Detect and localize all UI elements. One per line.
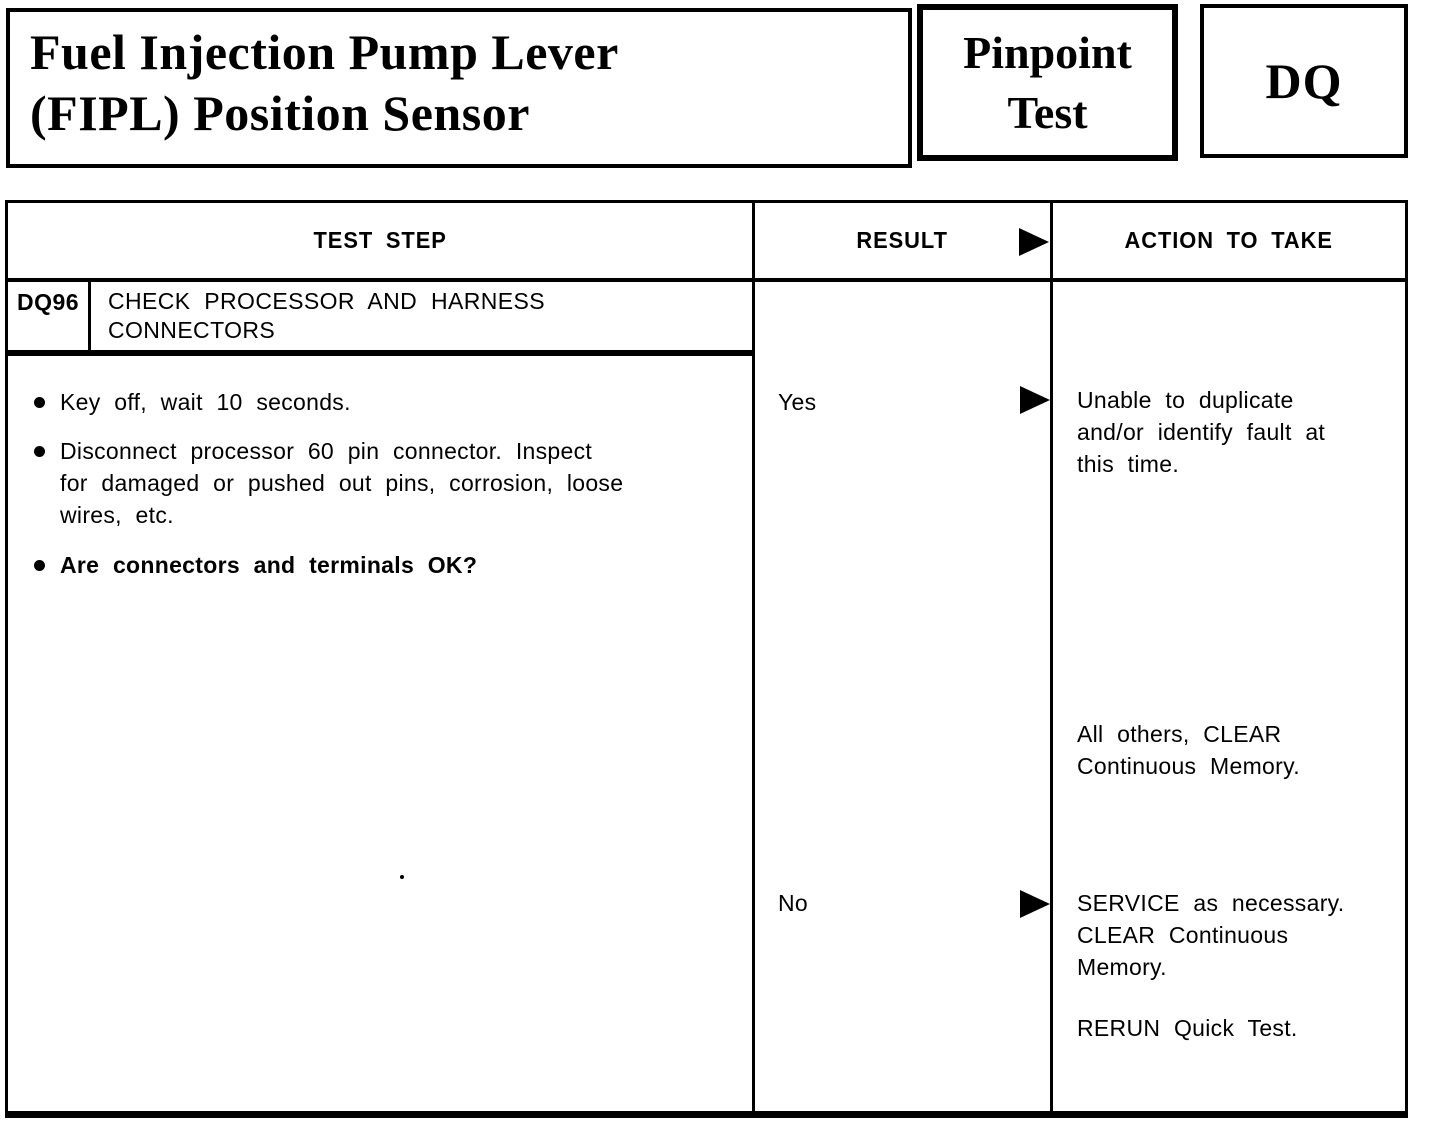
column-header-action-label: ACTION TO TAKE <box>1124 227 1334 253</box>
action-text: SERVICE as necessary. CLEAR Continuous M… <box>1077 890 1345 980</box>
step-header-divider-line <box>8 350 755 356</box>
test-code-badge: DQ <box>1200 4 1408 158</box>
list-item: Key off, wait 10 seconds. <box>34 386 740 418</box>
bullet-text: Disconnect processor 60 pin connector. I… <box>60 438 624 528</box>
header-divider-line <box>8 278 1405 282</box>
result-arrow-icon <box>1019 228 1049 256</box>
step-id-badge: DQ96 <box>8 282 91 350</box>
result-arrow-icon <box>1020 890 1050 918</box>
bullet-text: Are connectors and terminals OK? <box>60 552 478 578</box>
pinpoint-test-table: TEST STEP RESULT ACTION TO TAKE DQ96 CHE… <box>5 200 1408 1118</box>
action-text: Unable to duplicate and/or identify faul… <box>1077 387 1326 477</box>
list-item: Are connectors and terminals OK? <box>34 549 740 581</box>
column-divider-result-action <box>1050 203 1053 1111</box>
page-title: Fuel Injection Pump Lever (FIPL) Positio… <box>6 8 912 168</box>
bullet-text: Key off, wait 10 seconds. <box>60 389 351 415</box>
bullet-icon <box>34 446 45 457</box>
column-header-result-label: RESULT <box>856 227 949 253</box>
action-text: All others, CLEAR Continuous Memory. <box>1077 721 1300 779</box>
column-header-action: ACTION TO TAKE <box>1053 203 1405 278</box>
list-item: Disconnect processor 60 pin connector. I… <box>34 435 740 531</box>
scan-speck <box>400 875 404 879</box>
column-header-test-step: TEST STEP <box>8 203 752 278</box>
column-divider-test-result <box>752 203 755 1111</box>
bullet-icon <box>34 560 45 571</box>
step-title: CHECK PROCESSOR AND HARNESS CONNECTORS <box>108 288 545 343</box>
column-header-result: RESULT <box>755 203 1050 278</box>
result-label-yes: Yes <box>778 389 817 415</box>
result-label-no: No <box>778 890 809 916</box>
bullet-icon <box>34 397 45 408</box>
pinpoint-test-badge: Pinpoint Test <box>917 4 1178 161</box>
result-arrow-icon <box>1020 386 1050 414</box>
action-text: RERUN Quick Test. <box>1077 1015 1298 1041</box>
column-header-test-step-label: TEST STEP <box>313 227 447 253</box>
